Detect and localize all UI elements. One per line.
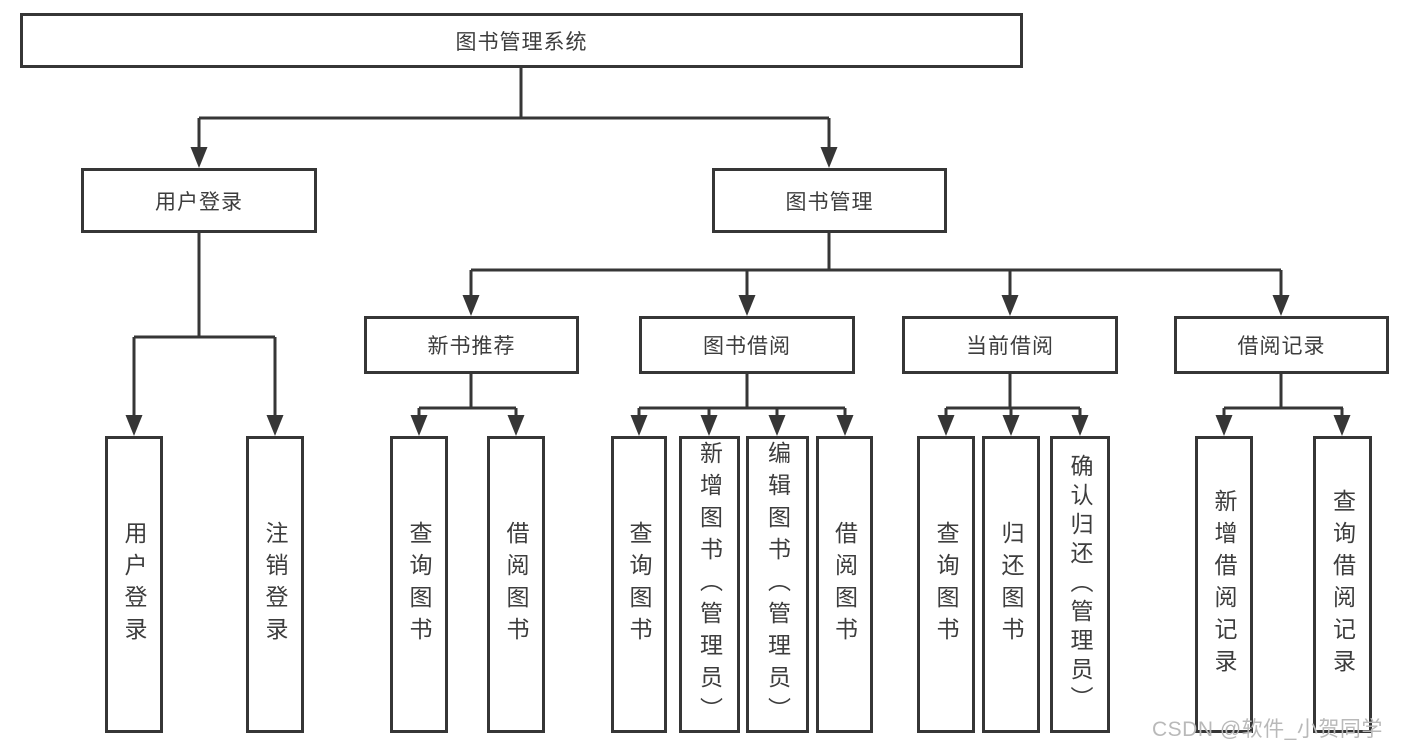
arrowhead-icon: [700, 415, 718, 436]
arrowhead-icon: [1215, 415, 1233, 436]
node-book-borrow: 图书借阅: [639, 316, 855, 374]
leaf-edit-book-admin: 编辑图书（管理员）: [746, 436, 809, 733]
node-current-borrow: 当前借阅: [902, 316, 1118, 374]
arrowhead-icon: [125, 415, 143, 436]
arrowhead-icon: [820, 147, 838, 168]
leaf-logout: 注销登录: [246, 436, 304, 733]
arrowhead-icon: [190, 147, 208, 168]
leaf-borrow-books-borrow: 借阅图书: [816, 436, 873, 733]
arrowhead-icon: [1002, 415, 1020, 436]
node-library-system: 图书管理系统: [20, 13, 1023, 68]
node-borrow-records: 借阅记录: [1174, 316, 1389, 374]
leaf-query-books-current: 查询图书: [917, 436, 975, 733]
leaf-return-book: 归还图书: [982, 436, 1040, 733]
node-user-login: 用户登录: [81, 168, 317, 233]
watermark: CSDN @软件_小贺同学: [1152, 718, 1383, 741]
leaf-add-book-admin: 新增图书（管理员）: [679, 436, 740, 733]
leaf-confirm-return-admin: 确认归还（管理员）: [1050, 436, 1110, 733]
leaf-borrow-books-recommend: 借阅图书: [487, 436, 545, 733]
leaf-query-books-recommend: 查询图书: [390, 436, 448, 733]
leaf-user-login: 用户登录: [105, 436, 163, 733]
arrowhead-icon: [1071, 415, 1089, 436]
connector-line: [134, 233, 275, 339]
node-new-book-recommend: 新书推荐: [364, 316, 579, 374]
leaf-query-books-borrow: 查询图书: [611, 436, 667, 733]
arrowhead-icon: [768, 415, 786, 436]
connector-line: [639, 374, 845, 410]
arrowhead-icon: [1001, 295, 1019, 316]
arrowhead-icon: [1333, 415, 1351, 436]
arrowhead-icon: [507, 415, 525, 436]
connector-line: [199, 68, 829, 120]
arrowhead-icon: [462, 295, 480, 316]
arrowhead-icon: [836, 415, 854, 436]
arrowhead-icon: [630, 415, 648, 436]
connector-line: [419, 374, 516, 410]
connector-line: [946, 374, 1080, 410]
arrowhead-icon: [1272, 295, 1290, 316]
arrowhead-icon: [738, 295, 756, 316]
leaf-query-borrow-record: 查询借阅记录: [1313, 436, 1372, 733]
connector-line: [1224, 374, 1343, 410]
leaf-add-borrow-record: 新增借阅记录: [1195, 436, 1253, 733]
arrowhead-icon: [266, 415, 284, 436]
node-book-management: 图书管理: [712, 168, 947, 233]
arrowhead-icon: [410, 415, 428, 436]
connector-line: [471, 233, 1281, 272]
arrowhead-icon: [937, 415, 955, 436]
